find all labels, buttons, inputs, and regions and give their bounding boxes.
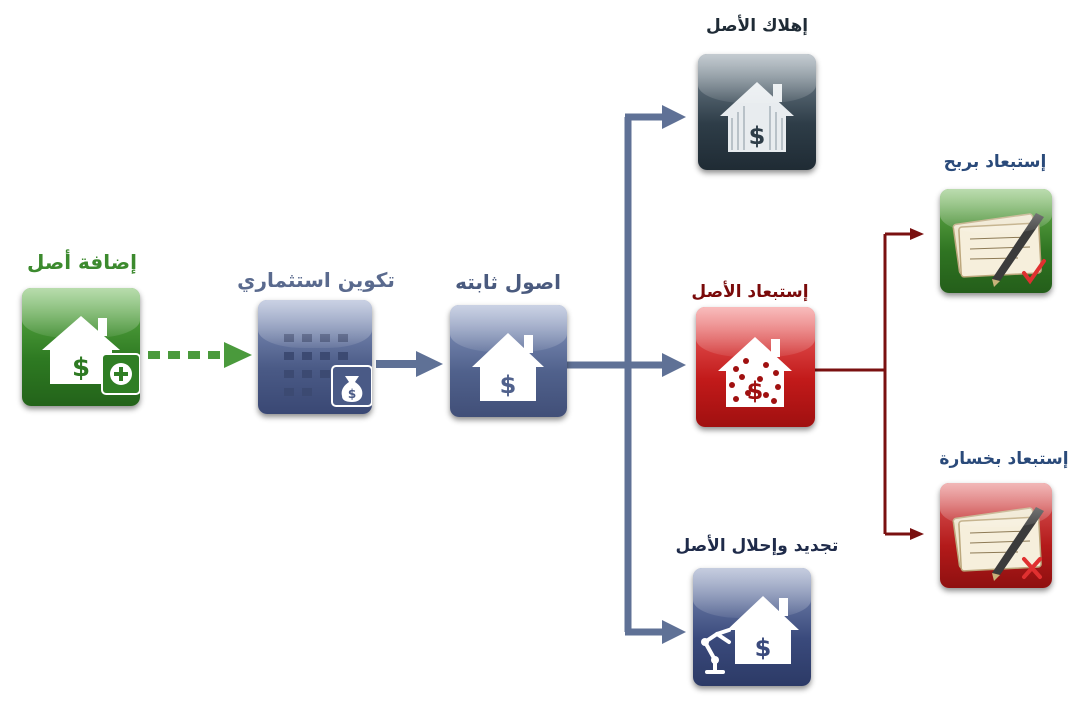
building-moneybag-icon: $ [284, 334, 372, 407]
renewal-label: تجديد وإحلال الأصل [675, 536, 839, 556]
cheque-pen-cross-icon [952, 507, 1044, 581]
cheque-pen-check-icon [952, 213, 1046, 287]
svg-text:$: $ [72, 353, 90, 383]
house-dollar-robot-arm-icon: $ [701, 596, 799, 674]
fixed-assets-label: اصول ثابته [455, 270, 561, 294]
connector-fixed-to-branches [567, 105, 686, 644]
add-asset-label: إضافة أصل [27, 250, 137, 274]
disposal-gain-tile[interactable] [940, 189, 1052, 293]
renewal-tile[interactable]: $ [693, 568, 811, 686]
svg-text:$: $ [749, 122, 766, 150]
connector-disposal-to-outcomes [815, 228, 924, 540]
disposal-label: إستبعاد الأصل [691, 282, 809, 302]
connector-add-to-investment [148, 342, 252, 368]
investment-tile[interactable]: $ [258, 300, 372, 414]
disposal-loss-tile[interactable] [940, 483, 1052, 588]
house-dollar-plus-icon: $ [42, 316, 140, 395]
depreciation-tile[interactable]: $ [698, 54, 816, 170]
depreciation-label: إهلاك الأصل [705, 16, 809, 36]
house-dollar-icon: $ [472, 333, 544, 401]
connector-investment-to-fixed [376, 351, 443, 377]
disposal-gain-label: إستبعاد بربح [943, 152, 1047, 172]
disposal-loss-label: إستبعاد بخسارة [939, 449, 1069, 469]
investment-label: تكوين استثماري [237, 268, 395, 292]
svg-text:$: $ [500, 371, 517, 399]
house-dollar-broken-icon: $ [718, 337, 792, 407]
svg-text:$: $ [755, 634, 772, 662]
fixed-assets-tile[interactable]: $ [450, 305, 567, 417]
svg-text:$: $ [348, 387, 356, 401]
disposal-tile[interactable]: $ [696, 307, 815, 427]
house-dollar-depreciated-icon: $ [720, 82, 794, 152]
svg-text:$: $ [747, 377, 764, 405]
add-asset-tile[interactable]: $ [22, 288, 140, 406]
